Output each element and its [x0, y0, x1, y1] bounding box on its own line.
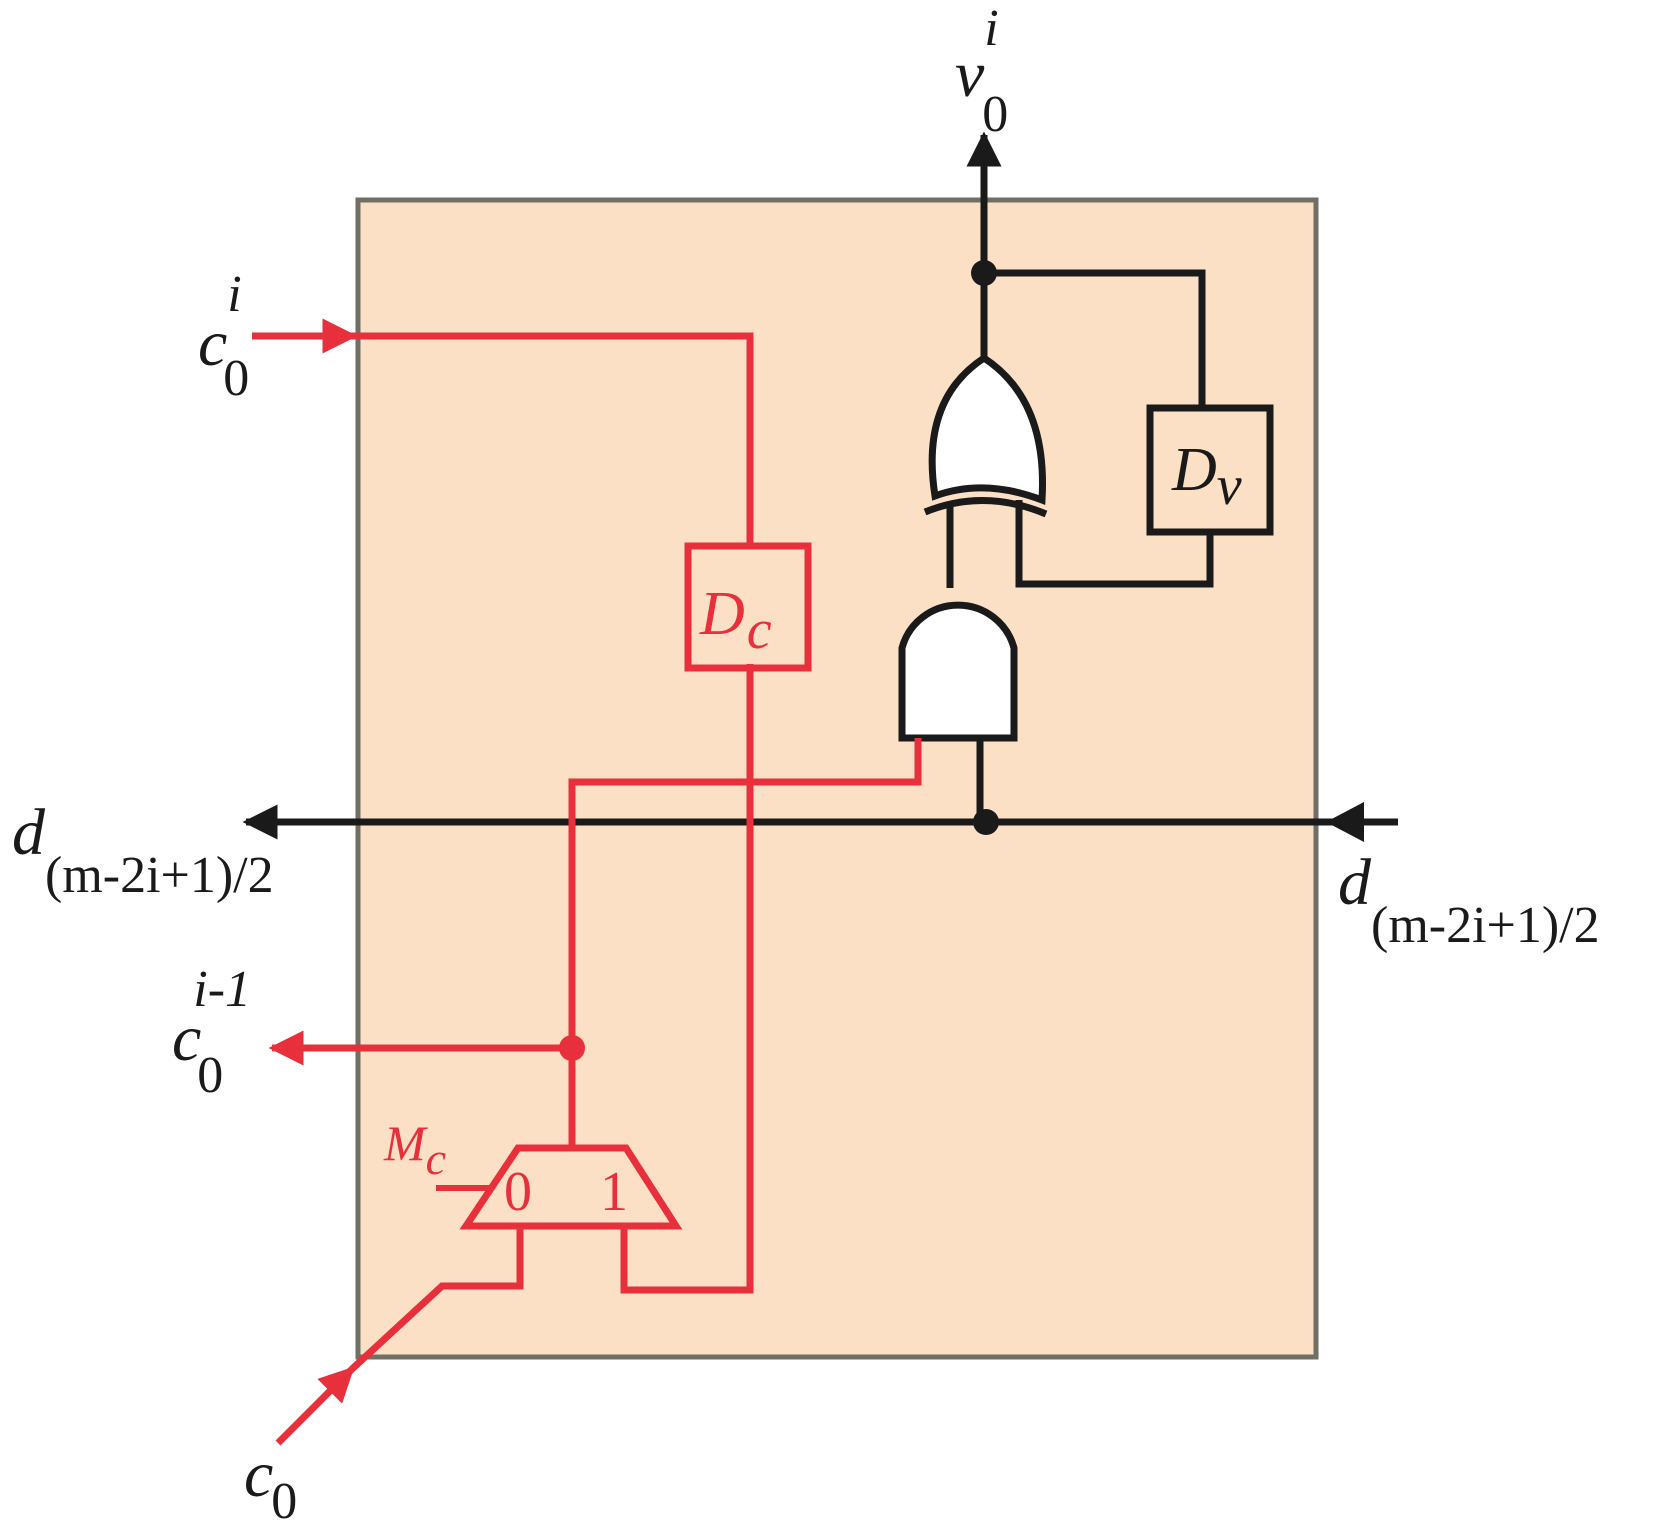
dc-label: Dc	[699, 580, 772, 661]
d-left-label: d(m-2i+1)/2	[12, 796, 274, 904]
d-right-label: d(m-2i+1)/2	[1338, 846, 1600, 954]
v-junction-dot	[971, 260, 997, 286]
mux-out-to-and-wire	[568, 738, 922, 1148]
and-gate	[898, 601, 1018, 742]
c-prev-junction-dot	[559, 1035, 585, 1061]
dc-to-mux1-wire	[620, 668, 754, 1294]
dv-label: Dv	[1171, 436, 1242, 517]
ci-to-dc-wire	[352, 332, 754, 546]
mux-input-1-label: 1	[600, 1161, 628, 1223]
c0-label: c0	[244, 1438, 297, 1530]
mux-input-0-label: 0	[504, 1161, 532, 1223]
d-input-arrowhead	[1326, 802, 1364, 842]
dv-register	[1146, 404, 1274, 536]
c-input-label: c0i	[198, 266, 249, 407]
dv-feedback-bottom-wire	[1015, 500, 1214, 588]
c0-input-wire	[275, 1366, 355, 1446]
c0-to-mux0-wire	[349, 1226, 524, 1372]
dv-feedback-top-wire	[984, 269, 1206, 408]
multiplexer	[459, 1144, 683, 1230]
d-bus-junction-dot	[973, 809, 999, 835]
xor-gate	[923, 353, 1048, 518]
mc-label: Mc	[383, 1115, 446, 1184]
